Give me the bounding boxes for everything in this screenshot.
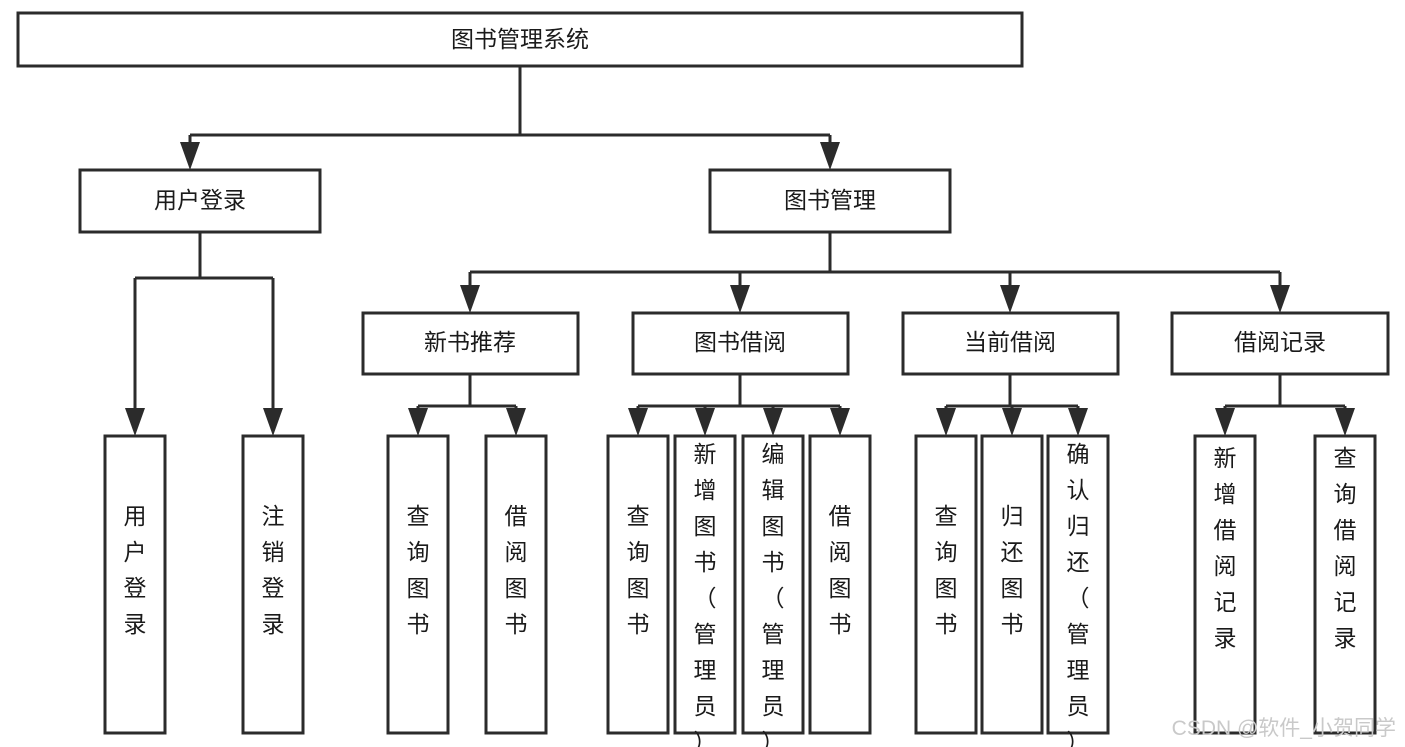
node-new-book-rec-label: 新书推荐 <box>424 329 516 355</box>
node-book-borrow-box[interactable] <box>631 311 850 376</box>
node-leaf-add-book-label: 新增图书（管理员） <box>694 441 717 747</box>
arrow-to-leaf-borrow-book-1 <box>506 408 526 436</box>
node-root[interactable]: 图书管理系统 <box>16 11 1024 68</box>
node-leaf-query-record[interactable]: 查询借阅记录 <box>1313 434 1377 735</box>
node-leaf-user-login-label: 用户登录 <box>124 503 147 637</box>
node-leaf-query-book-1-label: 查询图书 <box>407 503 430 637</box>
csdn-watermark: CSDN @软件_小贺同学 <box>1172 717 1396 740</box>
arrow-to-borrow-record <box>1270 285 1290 313</box>
node-leaf-add-book[interactable]: 新增图书（管理员） <box>673 434 737 747</box>
arrow-to-leaf-add-record <box>1215 408 1235 436</box>
node-book-manage-box[interactable] <box>708 168 952 234</box>
node-leaf-edit-book-box[interactable] <box>741 434 805 735</box>
node-leaf-query-book-1[interactable]: 查询图书 <box>386 434 450 735</box>
node-leaf-query-book-3-box[interactable] <box>914 434 978 735</box>
node-user-login-box[interactable] <box>78 168 322 234</box>
node-leaf-edit-book[interactable]: 编辑图书（管理员） <box>741 434 805 747</box>
node-leaf-borrow-book-1[interactable]: 借阅图书 <box>484 434 548 735</box>
arrow-to-leaf-query-book-2 <box>628 408 648 436</box>
arrow-to-user-login <box>180 142 200 170</box>
node-book-borrow[interactable]: 图书借阅 <box>631 311 850 376</box>
node-leaf-user-login-box[interactable] <box>103 434 167 735</box>
node-user-login-label: 用户登录 <box>154 187 246 213</box>
node-leaf-query-record-box[interactable] <box>1313 434 1377 735</box>
arrow-to-current-borrow <box>1000 285 1020 313</box>
arrow-to-leaf-add-book <box>695 408 715 436</box>
node-leaf-query-book-1-box[interactable] <box>386 434 450 735</box>
node-current-borrow[interactable]: 当前借阅 <box>901 311 1120 376</box>
node-leaf-add-record-box[interactable] <box>1193 434 1257 735</box>
node-book-manage[interactable]: 图书管理 <box>708 168 952 234</box>
arrow-to-leaf-borrow-book-2 <box>830 408 850 436</box>
node-book-manage-label: 图书管理 <box>784 187 876 213</box>
node-leaf-confirm-return-box[interactable] <box>1046 434 1110 735</box>
node-leaf-query-book-3-label: 查询图书 <box>935 503 958 637</box>
node-leaf-return-book[interactable]: 归还图书 <box>980 434 1044 735</box>
node-borrow-record-label: 借阅记录 <box>1234 329 1326 355</box>
node-root-box[interactable] <box>16 11 1024 68</box>
arrow-to-leaf-edit-book <box>763 408 783 436</box>
node-leaf-query-book-2-box[interactable] <box>606 434 670 735</box>
node-new-book-rec[interactable]: 新书推荐 <box>361 311 580 376</box>
node-borrow-record-box[interactable] <box>1170 311 1390 376</box>
node-leaf-logout-label: 注销登录 <box>262 503 285 637</box>
node-borrow-record[interactable]: 借阅记录 <box>1170 311 1390 376</box>
node-current-borrow-box[interactable] <box>901 311 1120 376</box>
node-leaf-query-book-3[interactable]: 查询图书 <box>914 434 978 735</box>
node-leaf-borrow-book-2-label: 借阅图书 <box>829 503 852 637</box>
node-leaf-confirm-return[interactable]: 确认归还（管理员） <box>1046 434 1110 747</box>
node-leaf-logout[interactable]: 注销登录 <box>241 434 305 735</box>
node-new-book-rec-box[interactable] <box>361 311 580 376</box>
node-leaf-borrow-book-2-box[interactable] <box>808 434 872 735</box>
arrow-to-leaf-logout <box>263 408 283 436</box>
arrow-to-leaf-query-book-3 <box>936 408 956 436</box>
arrow-to-leaf-query-book-1 <box>408 408 428 436</box>
node-leaf-add-record-label: 新增借阅记录 <box>1214 445 1237 651</box>
node-leaf-logout-box[interactable] <box>241 434 305 735</box>
node-user-login[interactable]: 用户登录 <box>78 168 322 234</box>
node-leaf-add-record[interactable]: 新增借阅记录 <box>1193 434 1257 735</box>
arrow-to-leaf-user-login <box>125 408 145 436</box>
node-leaf-confirm-return-label: 确认归还（管理员） <box>1067 441 1090 747</box>
node-leaf-return-book-box[interactable] <box>980 434 1044 735</box>
node-leaf-edit-book-label: 编辑图书（管理员） <box>762 441 785 747</box>
node-leaf-user-login[interactable]: 用户登录 <box>103 434 167 735</box>
arrow-to-leaf-return-book <box>1002 408 1022 436</box>
arrow-to-leaf-confirm-return <box>1068 408 1088 436</box>
node-leaf-borrow-book-1-label: 借阅图书 <box>505 503 528 637</box>
node-leaf-add-book-box[interactable] <box>673 434 737 735</box>
arrow-to-book-manage <box>820 142 840 170</box>
node-leaf-borrow-book-1-box[interactable] <box>484 434 548 735</box>
node-leaf-borrow-book-2[interactable]: 借阅图书 <box>808 434 872 735</box>
arrow-to-new-book-rec <box>460 285 480 313</box>
node-book-borrow-label: 图书借阅 <box>694 329 786 355</box>
node-leaf-query-book-2-label: 查询图书 <box>627 503 650 637</box>
arrow-to-leaf-query-record <box>1335 408 1355 436</box>
node-leaf-return-book-label: 归还图书 <box>1001 503 1024 637</box>
node-leaf-query-book-2[interactable]: 查询图书 <box>606 434 670 735</box>
connector-layer <box>125 66 1355 436</box>
arrow-to-book-borrow <box>730 285 750 313</box>
node-current-borrow-label: 当前借阅 <box>964 329 1056 355</box>
node-leaf-query-record-label: 查询借阅记录 <box>1334 445 1357 651</box>
node-root-label: 图书管理系统 <box>451 26 589 52</box>
